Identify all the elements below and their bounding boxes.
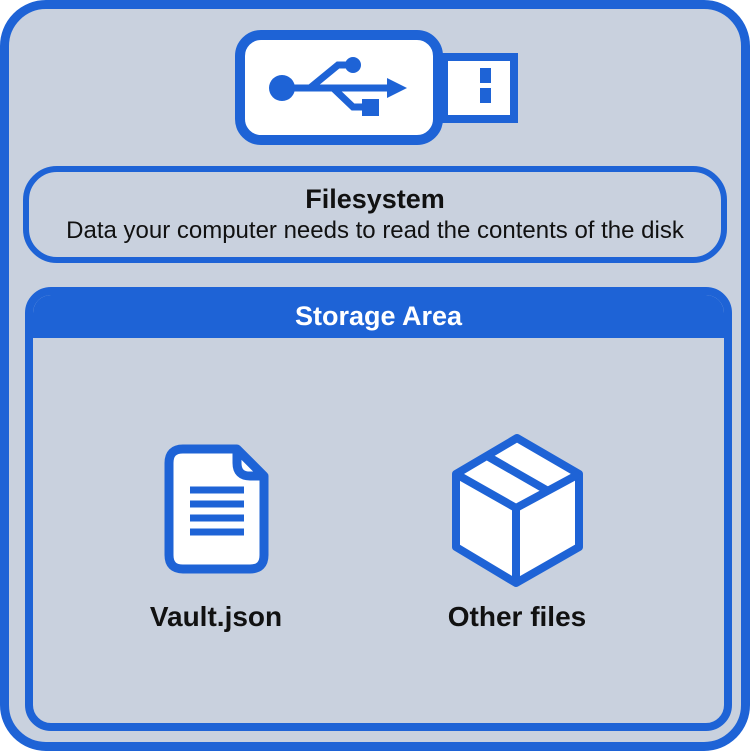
box-icon [452, 434, 583, 587]
storage-area-header: Storage Area [33, 295, 724, 338]
filesystem-box: Filesystem Data your computer needs to r… [23, 166, 727, 263]
usb-body [235, 30, 443, 145]
usb-pin-icon [480, 68, 491, 83]
vault-json-label: Vault.json [149, 601, 283, 632]
usb-trident-icon [269, 57, 407, 116]
other-files-label: Other files [447, 601, 587, 632]
usb-drive-icon [235, 30, 518, 145]
usb-pin-icon [480, 88, 491, 103]
filesystem-title: Filesystem [305, 184, 445, 214]
storage-area-title: Storage Area [294, 301, 463, 331]
storage-area: Storage Area [25, 287, 732, 731]
usb-connector [440, 53, 518, 123]
document-icon [164, 444, 269, 574]
filesystem-description: Data your computer needs to read the con… [66, 217, 684, 244]
